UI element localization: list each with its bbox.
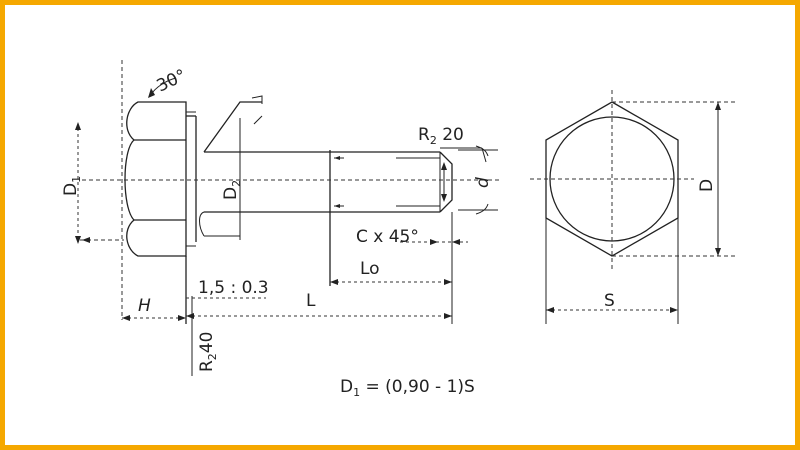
r40-label: R240 (197, 332, 219, 372)
angle-label: 30° (154, 66, 190, 97)
d-small-label: d (473, 177, 493, 188)
r20-label: R2 20 (418, 125, 464, 147)
angle-arrow (148, 88, 155, 98)
ratio-label: 1,5 : 0.3 (198, 278, 269, 298)
hexagon-view (530, 90, 738, 270)
formula-label: D1 = (0,90 - 1)S (340, 377, 475, 399)
bolt-shank (186, 115, 453, 286)
d1-label: D1 (61, 176, 83, 196)
lo-label: Lo (360, 259, 380, 279)
svg-text:30°: 30° (154, 66, 190, 97)
bolt-head (124, 101, 196, 257)
d2-label: D2 (221, 180, 243, 200)
d-label: D (697, 179, 717, 192)
h-label: H (138, 296, 151, 316)
s-label: S (604, 291, 615, 311)
l-label: L (306, 291, 316, 311)
chamfer-label: C x 45° (356, 227, 419, 247)
